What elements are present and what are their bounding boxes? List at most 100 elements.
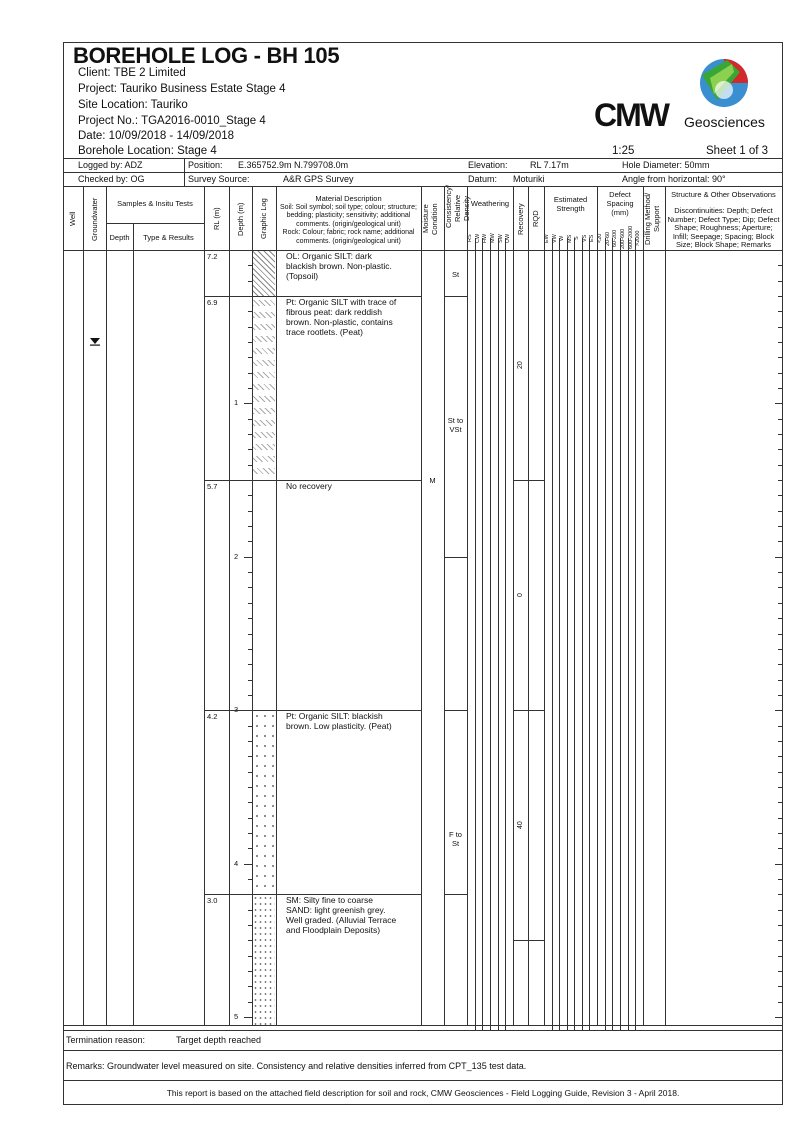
strength-col-label: VW (551, 234, 558, 243)
structure-tick (778, 280, 783, 282)
depth-tick (248, 434, 252, 436)
depth-tick (248, 464, 252, 466)
material-header-line: Soil: Soil symbol; soil type; colour; st… (280, 203, 417, 211)
project-number: Project No.: TGA2016-0010_Stage 4 (78, 115, 266, 127)
recovery-boundary (513, 940, 544, 942)
depth-tick (248, 526, 252, 528)
structure-tick (778, 832, 783, 834)
consistency-boundary (444, 710, 467, 712)
recovery-value: 0 (517, 593, 524, 598)
material-description: Pt: Organic SILT with trace of fibrous p… (286, 297, 397, 338)
moisture-condition: M (429, 476, 436, 486)
structure-tick (778, 480, 783, 482)
column-divider (252, 186, 253, 1025)
column-divider (544, 186, 545, 1025)
subcolumn-divider (635, 238, 637, 1030)
structure-tick (778, 388, 783, 390)
defect-col-label: >2000 (635, 230, 642, 247)
header-consistency: Consistency/ Relative Density (444, 185, 471, 228)
structure-tick (778, 526, 783, 528)
depth-tick (244, 1017, 252, 1018)
structure-tick (778, 740, 783, 742)
cmw-logo: CMW Geosciences (592, 50, 782, 133)
depth-tick (248, 618, 252, 620)
remarks: Remarks: Groundwater level measured on s… (66, 1061, 527, 1071)
subcolumn-divider (551, 238, 553, 1030)
header-sample-depth: Depth (109, 233, 130, 242)
rl-value: 4.2 (207, 712, 218, 722)
structure-tick (778, 802, 783, 804)
material-header-line: bedding; plasticity; sensitivity; additi… (286, 212, 411, 219)
depth-tick (248, 372, 252, 374)
structure-tick (778, 326, 783, 328)
column-divider (513, 186, 514, 1025)
subcolumn-divider (574, 238, 576, 1030)
consistency-value: St (451, 270, 460, 279)
structure-tick (778, 618, 783, 620)
depth-tick (244, 556, 252, 558)
structure-tick (778, 894, 783, 896)
rl-value: 7.2 (207, 252, 218, 261)
depth-tick (248, 510, 252, 512)
depth-tick (248, 633, 252, 635)
layer-boundary (252, 710, 421, 712)
depth-tick (248, 602, 252, 604)
depth-tick (248, 664, 252, 666)
subcolumn-divider (612, 238, 614, 1030)
logged-by: Logged by: ADZ (78, 160, 143, 170)
weathering-col-label: HW (482, 233, 489, 244)
depth-tick (248, 679, 252, 681)
structure-tick (778, 771, 783, 773)
structure-tick (775, 710, 783, 712)
structure-tick (778, 817, 783, 819)
layer-boundary (252, 480, 421, 482)
graphic-log-topsoil (253, 251, 275, 297)
header-type-results: Type & Results (143, 233, 194, 242)
structure-tick (778, 587, 783, 589)
position-label: Position: (188, 160, 223, 170)
subcolumn-divider (589, 238, 591, 1030)
depth-tick (248, 388, 252, 390)
graphic-log-sand (253, 895, 275, 1025)
structure-tick (778, 924, 783, 926)
material-description: SM: Silty fine to coarse SAND: light gre… (286, 895, 397, 936)
structure-tick (775, 403, 783, 405)
depth-tick (248, 495, 252, 497)
consistency-boundary (444, 556, 467, 558)
structure-tick (778, 848, 783, 850)
structure-tick (778, 725, 783, 727)
depth-tick (244, 863, 252, 865)
structure-tick (778, 1001, 783, 1003)
weathering-col-label: RS (467, 234, 473, 243)
header-well: Well (68, 211, 77, 227)
consistency-boundary (444, 296, 467, 298)
column-divider (204, 186, 205, 1025)
depth-tick (248, 280, 252, 282)
strength-col-label: ES (589, 234, 596, 243)
column-divider (421, 186, 422, 1025)
header-strength: Estimated Strength (553, 195, 588, 213)
depth-tick (248, 802, 252, 804)
strength-col-label: W (559, 235, 566, 242)
graphic-log-peat (253, 297, 275, 481)
structure-tick (778, 664, 783, 666)
structure-tick (778, 940, 783, 942)
structure-tick (778, 648, 783, 650)
subcolumn-divider (497, 238, 499, 1030)
column-divider (467, 186, 468, 1025)
structure-tick (778, 541, 783, 543)
structure-tick (778, 449, 783, 451)
depth-tick (244, 403, 252, 405)
structure-tick (778, 694, 783, 696)
structure-tick (778, 970, 783, 972)
log-frame (63, 42, 783, 1105)
defect-col-label: 60-200 (612, 229, 619, 248)
material-header-line: comments. (origin/geological unit) (296, 220, 401, 228)
consistency-value: F to St (449, 830, 462, 849)
structure-tick (778, 464, 783, 466)
structure-tick (778, 756, 783, 758)
column-divider (597, 186, 598, 1025)
survey-source: A&R GPS Survey (283, 174, 354, 184)
layer-boundary (252, 894, 421, 896)
header-moisture: Moisture Condition (421, 203, 439, 235)
